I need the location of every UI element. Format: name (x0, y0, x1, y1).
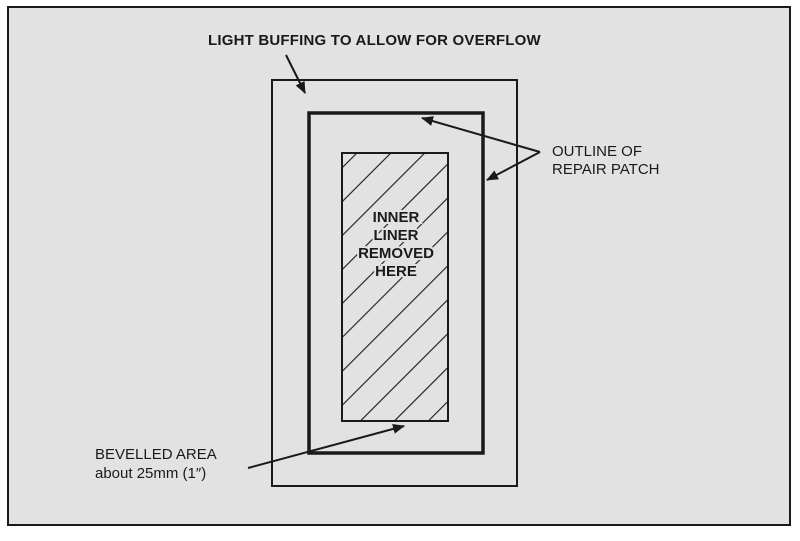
repair-patch-outline (307, 111, 485, 455)
outline-label-line1: OUTLINE OF (552, 143, 642, 160)
bevel-label-line1: BEVELLED AREA (95, 446, 217, 463)
outline-label-line2: REPAIR PATCH (552, 161, 660, 178)
buffing-arrow (285, 54, 306, 94)
buffing-area-outline (271, 79, 518, 487)
inner-label-line2: LINER (374, 227, 419, 244)
buffing-label: LIGHT BUFFING TO ALLOW FOR OVERFLOW (208, 32, 541, 49)
outline-arrow-side (486, 151, 541, 181)
bevel-label-line2: about 25mm (1″) (95, 465, 206, 482)
bevel-arrow (247, 424, 405, 469)
outline-arrow-top (421, 116, 541, 153)
inner-label-line3: REMOVED (358, 245, 434, 262)
inner-label-line4: HERE (375, 263, 417, 280)
inner-label-line1: INNER (373, 209, 420, 226)
inner-liner-removed-area (341, 152, 449, 422)
